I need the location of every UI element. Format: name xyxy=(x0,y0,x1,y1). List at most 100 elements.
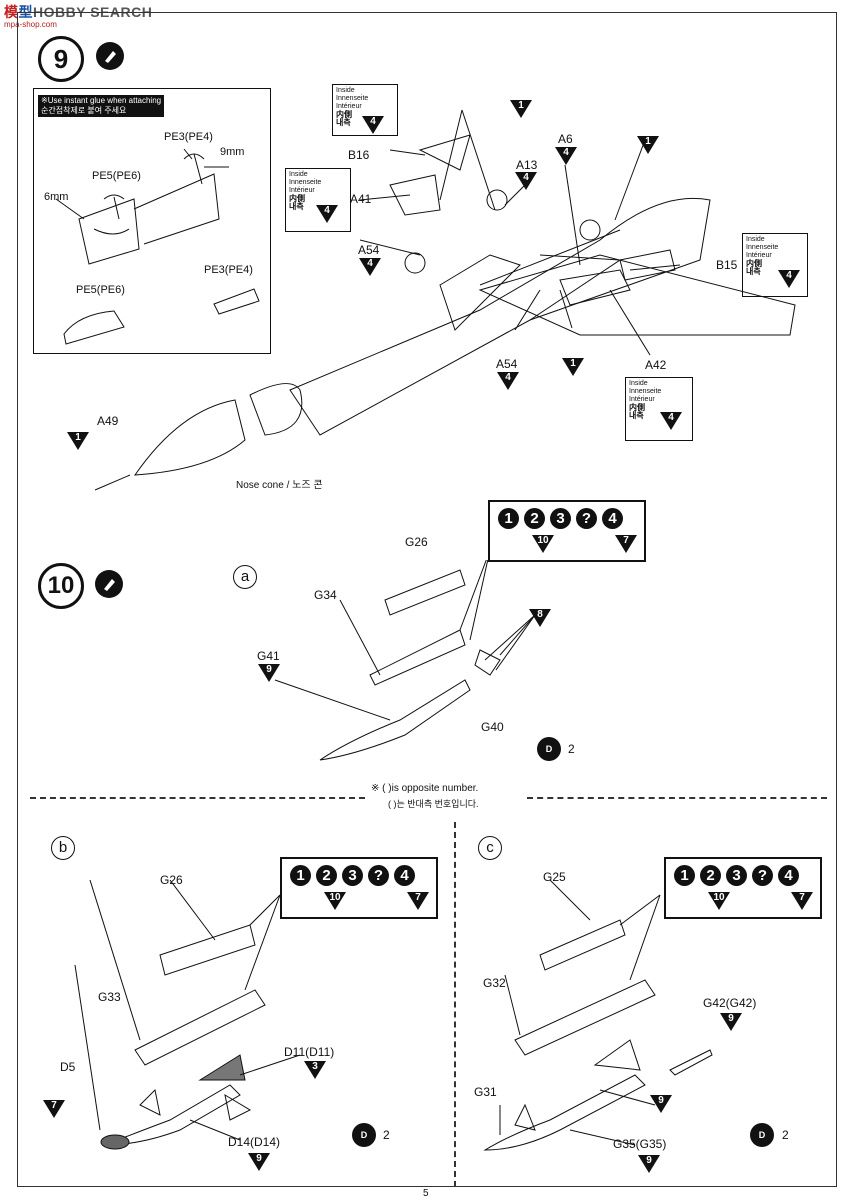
number-triangle xyxy=(708,892,730,910)
chip-4: 4 xyxy=(602,508,623,529)
number-triangle xyxy=(650,1095,672,1113)
step-number-10: 10 xyxy=(38,563,84,609)
decal-icon: D xyxy=(537,737,561,761)
chip-4: 4 xyxy=(394,865,415,886)
number-triangle xyxy=(515,172,537,190)
number-triangle xyxy=(778,270,800,288)
number-triangle xyxy=(532,535,554,553)
number-triangle xyxy=(43,1100,65,1118)
chip-2: 2 xyxy=(524,508,545,529)
number-triangle xyxy=(324,892,346,910)
missile-b-drawing xyxy=(74,880,301,1150)
label-g25: G25 xyxy=(543,870,566,884)
chip-1: 1 xyxy=(290,865,311,886)
number-triangle xyxy=(258,664,280,682)
aircraft-assembly-drawing xyxy=(94,109,796,491)
page-number: 5 xyxy=(423,1188,429,1199)
label-a41: A41 xyxy=(350,192,372,206)
label-b16: B16 xyxy=(348,148,370,162)
label-g26-a: G26 xyxy=(405,535,428,549)
number-triangle xyxy=(67,432,89,450)
divider-vertical xyxy=(454,822,456,1187)
number-triangle xyxy=(562,358,584,376)
label-pe3-top: PE3(PE4) xyxy=(164,131,213,143)
number-triangle xyxy=(510,100,532,118)
label-9mm: 9mm xyxy=(220,146,245,158)
label-d5: D5 xyxy=(60,1060,76,1074)
number-triangle xyxy=(359,258,381,276)
number-triangle xyxy=(304,1061,326,1079)
chip-2: 2 xyxy=(700,865,721,886)
page-frame xyxy=(17,12,837,1187)
label-pe5-top: PE5(PE6) xyxy=(92,170,141,182)
chip-2: 2 xyxy=(316,865,337,886)
label-nose-cone: Nose cone / 노즈 콘 xyxy=(236,480,323,491)
label-d14: D14(D14) xyxy=(228,1135,281,1149)
number-triangle xyxy=(407,892,429,910)
label-a49: A49 xyxy=(97,414,119,428)
sub-step-b: b xyxy=(51,836,75,860)
decal-number: 2 xyxy=(383,1128,390,1142)
label-pe3-bottom: PE3(PE4) xyxy=(204,264,253,276)
logo-char-1: 模 xyxy=(4,4,19,20)
label-d11: D11(D11) xyxy=(284,1045,335,1059)
decal-number: 2 xyxy=(782,1128,789,1142)
number-triangle xyxy=(660,412,682,430)
number-triangle xyxy=(529,609,551,627)
glue-icon xyxy=(96,42,124,70)
number-triangle xyxy=(497,372,519,390)
number-triangle xyxy=(316,205,338,223)
label-6mm: 6mm xyxy=(44,191,69,203)
label-b15: B15 xyxy=(716,258,738,272)
label-g26-b: G26 xyxy=(160,873,183,887)
chip-1: 1 xyxy=(498,508,519,529)
glue-icon xyxy=(95,570,123,598)
label-g35: G35(G35) xyxy=(613,1137,667,1151)
label-pe5-bottom: PE5(PE6) xyxy=(76,284,125,296)
sub-step-a: a xyxy=(233,565,257,589)
chip-4: 4 xyxy=(778,865,799,886)
chip-q: ? xyxy=(752,865,773,886)
legend-box-b: 1 2 3 ? 4 10 7 xyxy=(280,857,438,919)
chip-3: 3 xyxy=(726,865,747,886)
chip-3: 3 xyxy=(550,508,571,529)
label-g42: G42(G42) xyxy=(703,996,757,1010)
label-a13: A13 xyxy=(516,158,538,172)
legend-box-c: 1 2 3 ? 4 10 7 xyxy=(664,857,822,919)
label-g33: G33 xyxy=(98,990,121,1004)
label-g32: G32 xyxy=(483,976,506,990)
legend-box-a: 1 2 3 ? 4 10 7 xyxy=(488,500,646,562)
decal-number: 2 xyxy=(568,742,575,756)
label-a6: A6 xyxy=(558,132,573,146)
glue-note: ※Use instant glue when attaching 순간접착제로 … xyxy=(38,95,165,117)
divider-right xyxy=(527,797,827,799)
missile-c-drawing xyxy=(483,880,713,1151)
number-triangle xyxy=(637,136,659,154)
chip-q: ? xyxy=(576,508,597,529)
number-triangle xyxy=(615,535,637,553)
label-g34: G34 xyxy=(314,588,337,602)
logo-subtitle: mpa-shop.com xyxy=(4,20,57,29)
label-a54-top: A54 xyxy=(358,243,380,257)
photo-etch-inset: ※Use instant glue when attaching 순간접착제로 … xyxy=(33,88,271,354)
number-triangle xyxy=(720,1013,742,1031)
chip-1: 1 xyxy=(674,865,695,886)
inset-drawing xyxy=(55,148,260,345)
opposite-note-en: ※ ( )is opposite number. xyxy=(371,783,479,794)
number-triangle xyxy=(791,892,813,910)
opposite-note-ko: ( )는 반대측 번호입니다. xyxy=(388,799,479,809)
number-triangle xyxy=(248,1153,270,1171)
label-g41: G41 xyxy=(257,649,280,663)
label-g31: G31 xyxy=(474,1085,497,1099)
chip-q: ? xyxy=(368,865,389,886)
chip-3: 3 xyxy=(342,865,363,886)
decal-icon: D xyxy=(750,1123,774,1147)
label-a54-bottom: A54 xyxy=(496,357,518,371)
decal-icon: D xyxy=(352,1123,376,1147)
number-triangle xyxy=(362,116,384,134)
step-number-9: 9 xyxy=(38,36,84,82)
sub-step-c: c xyxy=(478,836,502,860)
label-a42: A42 xyxy=(645,358,667,372)
number-triangle xyxy=(638,1155,660,1173)
